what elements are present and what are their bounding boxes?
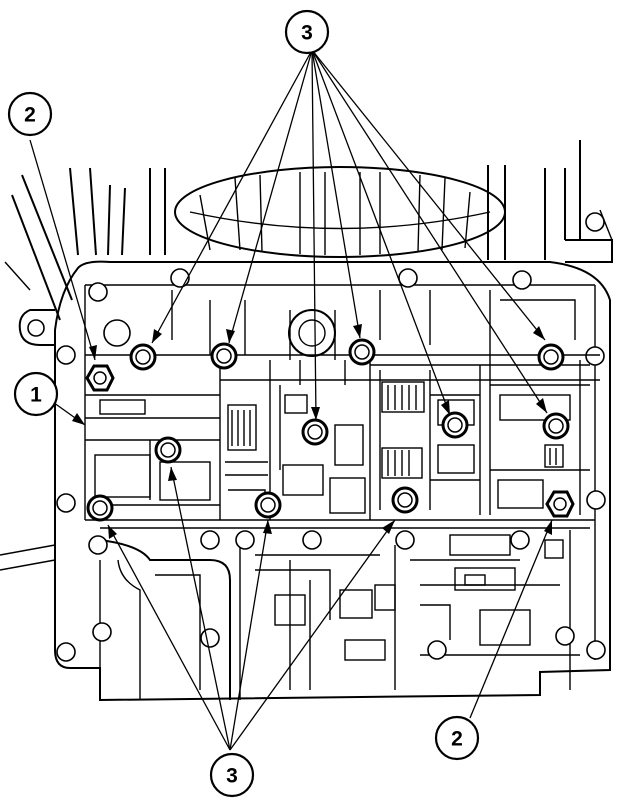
callout-3-top: 3 [284,9,330,55]
valve-body-plate [18,260,611,702]
bolt [537,343,565,371]
callout-2-top-label: 2 [24,104,36,127]
bolt [441,411,469,439]
bolt [86,494,114,522]
bolts [85,338,575,522]
callout-2-top: 2 [7,91,53,137]
arrowheads [72,324,552,539]
callout-2-bottom: 2 [434,715,480,761]
bolt [254,491,282,519]
bolt [542,412,570,440]
callout-3-bottom-label: 3 [226,765,238,788]
leader-lines [29,49,553,751]
callout-3-bottom: 3 [209,752,255,798]
bolt [210,342,238,370]
bolt [129,343,157,371]
transmission-case-outline [4,140,613,321]
callout-2-bottom-label: 2 [451,728,463,751]
callout-3-top-label: 3 [301,22,313,45]
left-edge-details [0,544,56,571]
bolt [301,418,329,446]
callout-1: 1 [13,371,59,417]
hex-bolt [545,490,575,518]
valve-body-passages [85,290,600,529]
bolt [391,486,419,514]
hex-bolt [85,364,115,392]
bolt [154,436,182,464]
bolt [348,338,376,366]
callout-1-label: 1 [30,384,42,407]
lower-passages [88,530,580,700]
